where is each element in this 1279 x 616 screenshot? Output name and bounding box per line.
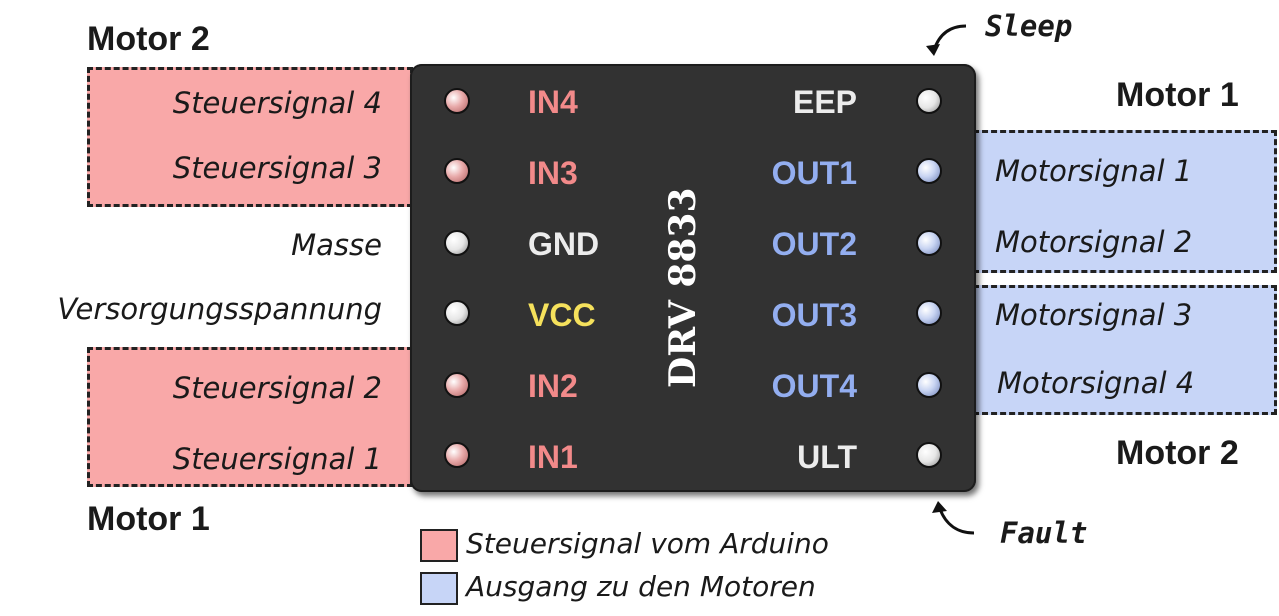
legend-swatch-output	[420, 572, 458, 605]
label-out4: OUT4	[771, 368, 857, 404]
fault-arrow-icon	[932, 501, 975, 535]
control-box-motor2	[87, 67, 413, 207]
label-eep: EEP	[792, 84, 857, 120]
desc-motorsignal-4: Motorsignal 4	[997, 366, 1195, 400]
pin-ult	[916, 442, 942, 468]
desc-versorgungsspannung: Versorgungsspannung	[57, 292, 382, 326]
pin-gnd	[444, 230, 470, 256]
sleep-arrow-icon	[926, 24, 967, 56]
label-out1: OUT1	[771, 155, 857, 191]
pin-out1	[916, 158, 942, 184]
label-in3: IN3	[528, 155, 578, 191]
desc-motorsignal-2: Motorsignal 2	[995, 225, 1193, 259]
label-in4: IN4	[528, 84, 578, 120]
pin-in4	[444, 88, 470, 114]
label-ult: ULT	[797, 439, 857, 475]
heading-motor1-right: Motor 1	[1116, 76, 1239, 114]
pin-out3	[916, 300, 942, 326]
pin-in1	[444, 442, 470, 468]
label-out3: OUT3	[771, 297, 857, 333]
desc-steuersignal-2: Steuersignal 2	[172, 371, 382, 405]
control-box-motor1	[87, 347, 413, 487]
pin-out2	[916, 230, 942, 256]
driver-board	[410, 64, 976, 492]
desc-motorsignal-1: Motorsignal 1	[995, 154, 1193, 188]
pin-in2	[444, 372, 470, 398]
label-gnd: GND	[528, 226, 600, 262]
pin-eep	[916, 88, 942, 114]
heading-motor2-top: Motor 2	[87, 20, 210, 58]
label-vcc: VCC	[528, 297, 596, 333]
label-out2: OUT2	[771, 226, 857, 262]
output-box-motor1	[973, 130, 1277, 273]
heading-motor1-bottom: Motor 1	[87, 500, 210, 538]
legend-label-output: Ausgang zu den Motoren	[466, 570, 816, 603]
heading-motor2-right: Motor 2	[1116, 434, 1239, 472]
legend-label-control: Steuersignal vom Arduino	[466, 527, 829, 560]
pin-in3	[444, 158, 470, 184]
desc-motorsignal-3: Motorsignal 3	[995, 298, 1193, 332]
desc-steuersignal-3: Steuersignal 3	[172, 151, 382, 185]
legend-swatch-control	[420, 529, 458, 562]
label-in2: IN2	[528, 368, 578, 404]
pin-vcc	[444, 300, 470, 326]
pin-out4	[916, 372, 942, 398]
desc-masse: Masse	[291, 228, 382, 262]
callout-fault: Fault	[1000, 516, 1088, 550]
output-box-motor2	[973, 285, 1277, 415]
chip-name: DRV 8833	[662, 187, 704, 388]
desc-steuersignal-1: Steuersignal 1	[172, 442, 382, 476]
desc-steuersignal-4: Steuersignal 4	[172, 86, 382, 120]
label-in1: IN1	[528, 439, 578, 475]
callout-sleep: Sleep	[985, 9, 1073, 43]
